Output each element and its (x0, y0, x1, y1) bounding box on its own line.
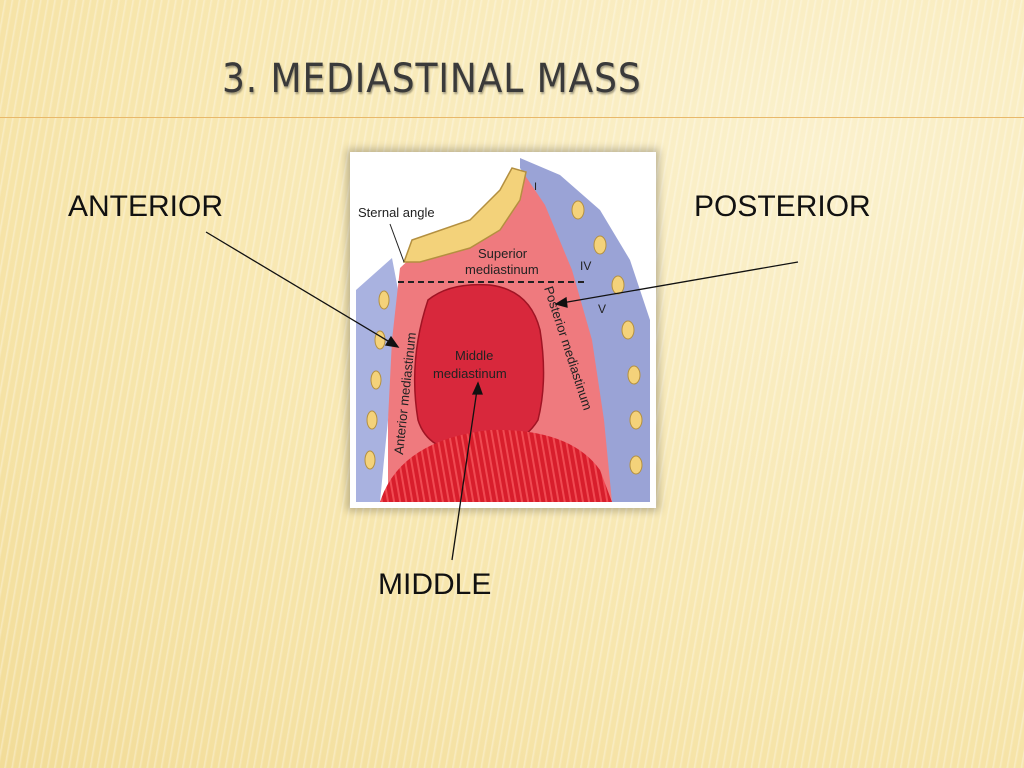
anterior-arrow (205, 231, 399, 348)
sternum (402, 167, 527, 263)
superior-mediastinum-label-2: mediastinum (465, 262, 539, 277)
diaphragm (380, 429, 612, 502)
label-anterior: ANTERIOR (68, 190, 224, 223)
superior-mediastinum-label-1: Superior (478, 246, 528, 261)
title-rule (0, 117, 1024, 118)
sternal-angle-label: Sternal angle (358, 205, 435, 220)
middle-arrow (451, 382, 479, 561)
sternal-angle-pointer (389, 223, 405, 263)
anterior-arrowhead (384, 335, 400, 348)
spine (520, 158, 650, 502)
slide-title: 3. Mediastinal Mass (222, 56, 642, 102)
posterior-arrowhead (554, 296, 568, 308)
vertebral-discs (571, 200, 643, 475)
rib-cartilages (364, 290, 390, 470)
middle-arrowhead (471, 381, 483, 395)
middle-mediastinum-label-2: mediastinum (433, 366, 507, 381)
vertebra-v-label: V (598, 302, 606, 316)
vertebra-iv-label: IV (580, 259, 591, 273)
label-middle: MIDDLE (378, 568, 492, 601)
middle-mediastinum-heart (413, 283, 545, 453)
vertebra-i-label: I (534, 181, 537, 193)
middle-mediastinum-label-1: Middle (455, 348, 493, 363)
label-posterior: POSTERIOR (694, 190, 871, 223)
callout-arrows (205, 231, 799, 561)
posterior-arrow (555, 261, 799, 305)
